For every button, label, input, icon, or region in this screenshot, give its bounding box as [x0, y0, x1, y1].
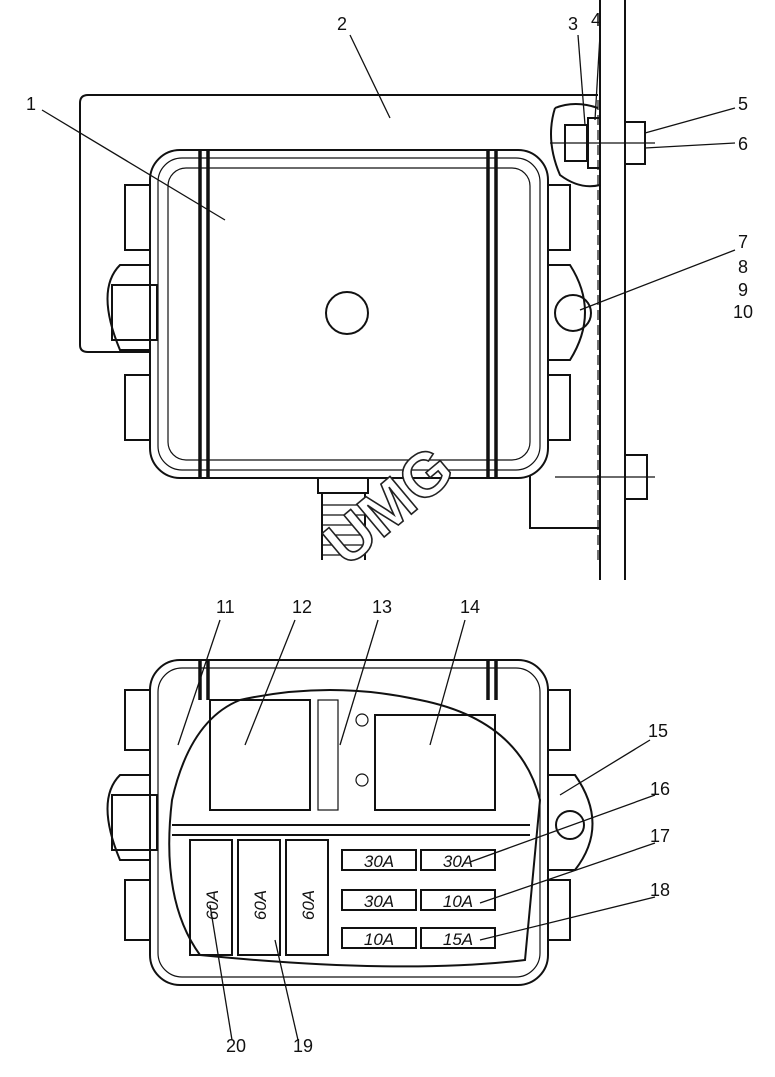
- callout-6: 6: [738, 134, 748, 154]
- watermark: UMG: [311, 433, 466, 579]
- callout-5: 5: [738, 94, 748, 114]
- maxi-fuses: 60A 60A 60A: [189, 839, 329, 956]
- callout-9: 9: [738, 280, 748, 300]
- maxi-fuse-3-rating: 60A: [299, 890, 318, 920]
- mounting-bracket: [79, 0, 626, 580]
- callout-4: 4: [591, 10, 601, 30]
- callout-3: 3: [568, 14, 578, 34]
- callout-1: 1: [26, 94, 36, 114]
- callout-16: 16: [650, 779, 670, 799]
- callout-19: 19: [293, 1036, 313, 1056]
- callout-10: 10: [733, 302, 753, 322]
- callout-18: 18: [650, 880, 670, 900]
- callout-14: 14: [460, 597, 480, 617]
- fuse-rating: 30A: [364, 892, 394, 911]
- mini-fuses: 30A 30A 30A 10A 10A 15A: [341, 849, 496, 949]
- top-bolt-assembly: [550, 117, 655, 169]
- maxi-fuse-2-rating: 60A: [251, 890, 270, 920]
- callout-20: 20: [226, 1036, 246, 1056]
- callout-15: 15: [648, 721, 668, 741]
- fuse-rating: 15A: [443, 930, 473, 949]
- relay-12: [209, 699, 339, 811]
- fuse-rating: 30A: [364, 852, 394, 871]
- box-body-bottom: [106, 659, 594, 986]
- fuse-rating: 10A: [443, 892, 473, 911]
- watermark-group: UMG: [311, 432, 468, 579]
- fuse-rating: 10A: [364, 930, 394, 949]
- relay-14: [355, 713, 496, 811]
- fuse-rating: 30A: [443, 852, 473, 871]
- lower-bolt: [555, 454, 655, 500]
- callout-7: 7: [738, 232, 748, 252]
- callout-12: 12: [292, 597, 312, 617]
- callout-8: 8: [738, 257, 748, 277]
- maxi-fuse-1-rating: 60A: [203, 890, 222, 920]
- callout-2: 2: [337, 14, 347, 34]
- box-body-top: [106, 149, 592, 560]
- callout-13: 13: [372, 597, 392, 617]
- leader-lines: [41, 34, 736, 1041]
- callout-11: 11: [216, 597, 235, 617]
- callout-numbers: 1 2 3 4 5 6 7 8 9 10 11 12 13 14 15 16 1…: [26, 10, 753, 1056]
- callout-17: 17: [650, 826, 670, 846]
